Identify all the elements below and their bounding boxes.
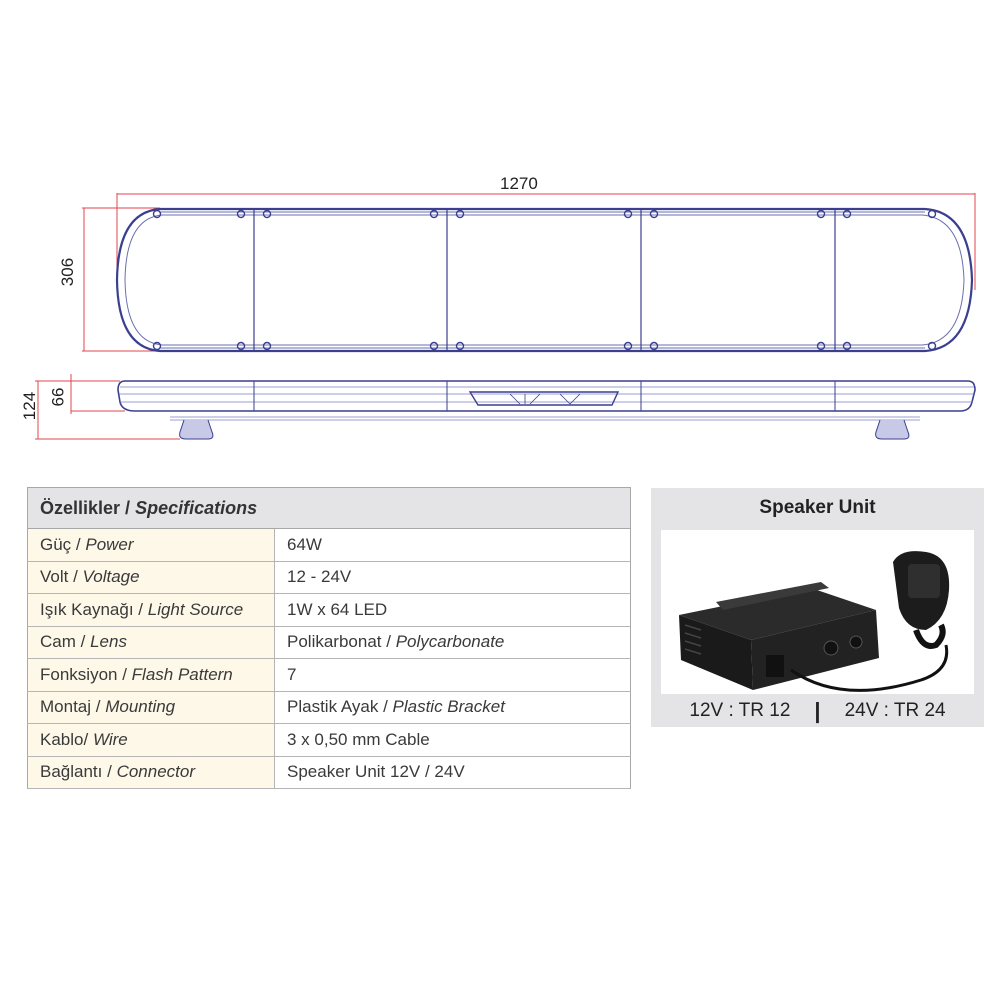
technical-drawing: 1270 306 124 66 xyxy=(0,0,1000,470)
speaker-unit-panel: Speaker Unit 12V : TR 12 | 24V : xyxy=(651,488,984,727)
spec-label: Montaj / Mounting xyxy=(27,691,275,724)
spec-label: Cam / Lens xyxy=(27,626,275,659)
spec-label: Güç / Power xyxy=(27,528,275,562)
model-12v: 12V : TR 12 xyxy=(689,699,791,721)
spec-value: 12 - 24V xyxy=(274,561,631,594)
header-tr: Özellikler xyxy=(40,497,121,518)
table-row: Cam / Lens Polikarbonat / Polycarbonate xyxy=(27,626,631,659)
side-view xyxy=(117,380,976,440)
speaker-unit-image xyxy=(661,530,974,694)
table-row: Işık Kaynağı / Light Source 1W x 64 LED xyxy=(27,593,631,627)
spec-value: Speaker Unit 12V / 24V xyxy=(274,756,631,789)
table-header: Özellikler / Specifications xyxy=(27,487,631,529)
specifications-table: Özellikler / Specifications Güç / Power … xyxy=(27,487,631,789)
model-24v: 24V : TR 24 xyxy=(844,699,946,721)
table-row: Kablo/ Wire 3 x 0,50 mm Cable xyxy=(27,723,631,757)
table-row: Bağlantı / Connector Speaker Unit 12V / … xyxy=(27,756,631,789)
spec-value: 3 x 0,50 mm Cable xyxy=(274,723,631,757)
lightbar-drawing-svg xyxy=(35,193,976,440)
spec-label: Bağlantı / Connector xyxy=(27,756,275,789)
total-height-dimension-label: 124 xyxy=(20,391,40,421)
spec-value: 1W x 64 LED xyxy=(274,593,631,627)
table-row: Volt / Voltage 12 - 24V xyxy=(27,561,631,594)
spec-value: 64W xyxy=(274,528,631,562)
spec-label: Fonksiyon / Flash Pattern xyxy=(27,658,275,692)
length-dimension-label: 1270 xyxy=(500,174,538,193)
model-separator: | xyxy=(814,697,821,723)
spec-label: Volt / Voltage xyxy=(27,561,275,594)
table-row: Fonksiyon / Flash Pattern 7 xyxy=(27,658,631,692)
spec-label: Işık Kaynağı / Light Source xyxy=(27,593,275,627)
speaker-unit-title: Speaker Unit xyxy=(759,497,876,518)
body-height-dimension-label: 66 xyxy=(48,387,68,407)
spec-value: Plastik Ayak / Plastic Bracket xyxy=(274,691,631,724)
table-header-row: Özellikler / Specifications xyxy=(27,487,631,529)
spec-value: Polikarbonat / Polycarbonate xyxy=(274,626,631,659)
width-dimension-label: 306 xyxy=(58,257,78,287)
header-en: Specifications xyxy=(135,497,258,518)
dimension-lines xyxy=(35,193,976,440)
speaker-unit-models: 12V : TR 12 | 24V : TR 24 xyxy=(651,694,984,727)
table-row: Montaj / Mounting Plastik Ayak / Plastic… xyxy=(27,691,631,724)
spec-label: Kablo/ Wire xyxy=(27,723,275,757)
table-row: Güç / Power 64W xyxy=(27,528,631,562)
spec-value: 7 xyxy=(274,658,631,692)
speaker-amplifier-icon xyxy=(679,551,950,692)
top-view xyxy=(115,207,974,353)
header-separator: / xyxy=(120,497,136,518)
